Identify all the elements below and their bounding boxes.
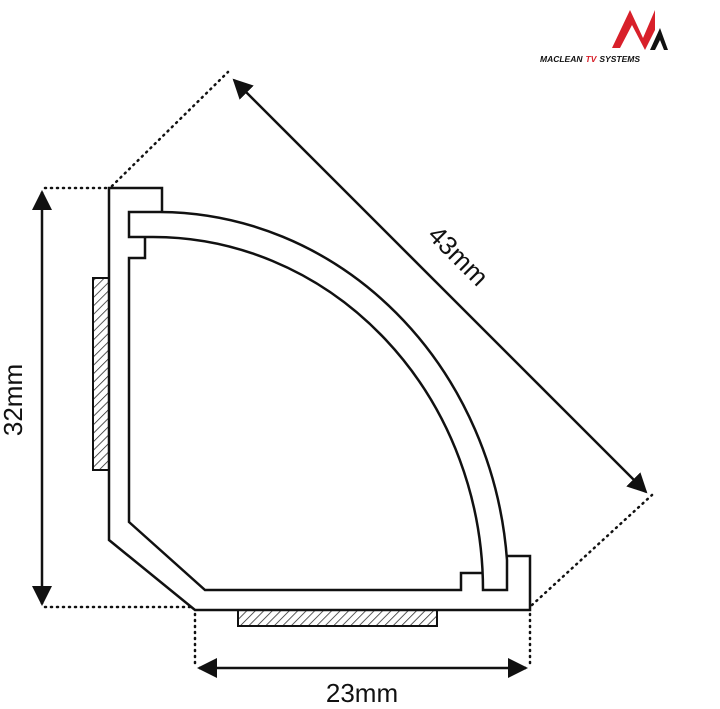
width-dimension: 23mm [193,612,532,708]
width-label: 23mm [326,678,398,708]
diagonal-label: 43mm [422,219,494,291]
diagonal-dimension: 43mm [110,70,654,607]
height-dimension: 32mm [0,186,197,609]
base-profile-outline [107,186,532,612]
base-profile-inner [127,237,482,592]
adhesive-strip-bottom [237,609,438,627]
adhesive-strip-left [92,277,110,471]
height-label: 32mm [0,364,28,436]
